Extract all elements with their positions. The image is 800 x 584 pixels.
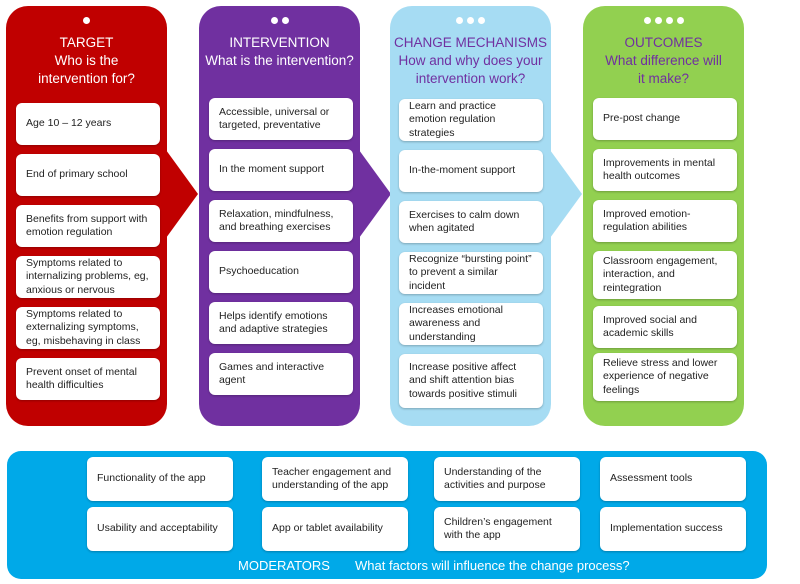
change-item: Recognize “bursting point” to prevent a … xyxy=(399,252,543,294)
moderator-item: Teacher engagement and understanding of … xyxy=(262,457,408,501)
intervention-item: Games and interactive agent xyxy=(209,353,353,395)
target-item: Symptoms related to internalizing proble… xyxy=(16,256,160,298)
target-item: Benefits from support with emotion regul… xyxy=(16,205,160,247)
outcomes-subtitle: What difference will it make? xyxy=(605,53,722,86)
target-item: Symptoms related to externalizing sympto… xyxy=(16,307,160,349)
moderator-item: Implementation success xyxy=(600,507,746,551)
outcomes-title: OUTCOMES xyxy=(624,35,703,50)
change-subtitle: How and why does your intervention work? xyxy=(398,53,543,86)
outcomes-panel: OUTCOMES What difference will it make? P… xyxy=(583,6,744,426)
moderators-title: MODERATORS xyxy=(238,558,330,573)
target-title: TARGET xyxy=(59,35,114,50)
intervention-item: Accessible, universal or targeted, preve… xyxy=(209,98,353,140)
change-arrow xyxy=(550,150,582,238)
target-panel: TARGET Who is the intervention for? Age … xyxy=(6,6,167,426)
target-subtitle: Who is the intervention for? xyxy=(38,53,135,86)
moderators-panel: Functionality of the app Teacher engagem… xyxy=(7,451,767,579)
change-item: Increase positive affect and shift atten… xyxy=(399,354,543,408)
target-item: Age 10 – 12 years xyxy=(16,103,160,145)
intervention-panel: INTERVENTION What is the intervention? A… xyxy=(199,6,360,426)
intervention-item: In the moment support xyxy=(209,149,353,191)
target-arrow xyxy=(166,150,198,238)
outcomes-item: Improved social and academic skills xyxy=(593,306,737,348)
moderators-subtitle: What factors will influence the change p… xyxy=(355,558,630,573)
outcomes-item: Improvements in mental health outcomes xyxy=(593,149,737,191)
outcomes-item: Pre-post change xyxy=(593,98,737,140)
intervention-item: Helps identify emotions and adaptive str… xyxy=(209,302,353,344)
intervention-subtitle: What is the intervention? xyxy=(205,53,354,68)
moderator-item: Assessment tools xyxy=(600,457,746,501)
change-panel: CHANGE MECHANISMS How and why does your … xyxy=(390,6,551,426)
intervention-title: INTERVENTION xyxy=(229,35,330,50)
step-dots xyxy=(6,16,167,24)
moderator-item: App or tablet availability xyxy=(262,507,408,551)
target-item: End of primary school xyxy=(16,154,160,196)
target-item: Prevent onset of mental health difficult… xyxy=(16,358,160,400)
change-item: Exercises to calm down when agitated xyxy=(399,201,543,243)
outcomes-item: Relieve stress and lower experience of n… xyxy=(593,353,737,401)
intervention-item: Relaxation, mindfulness, and breathing e… xyxy=(209,200,353,242)
change-item: In-the-moment support xyxy=(399,150,543,192)
step-dots xyxy=(390,16,551,24)
change-item: Increases emotional awareness and unders… xyxy=(399,303,543,345)
step-dots xyxy=(583,16,744,24)
outcomes-item: Improved emotion-regulation abilities xyxy=(593,200,737,242)
moderator-item: Understanding of the activities and purp… xyxy=(434,457,580,501)
moderator-item: Children’s engagement with the app xyxy=(434,507,580,551)
moderator-item: Functionality of the app xyxy=(87,457,233,501)
intervention-arrow xyxy=(359,150,391,238)
change-item: Learn and practice emotion regulation st… xyxy=(399,99,543,141)
outcomes-item: Classroom engagement, interaction, and r… xyxy=(593,251,737,299)
change-title: CHANGE MECHANISMS xyxy=(393,35,547,50)
moderator-item: Usability and acceptability xyxy=(87,507,233,551)
intervention-item: Psychoeducation xyxy=(209,251,353,293)
step-dots xyxy=(199,16,360,24)
